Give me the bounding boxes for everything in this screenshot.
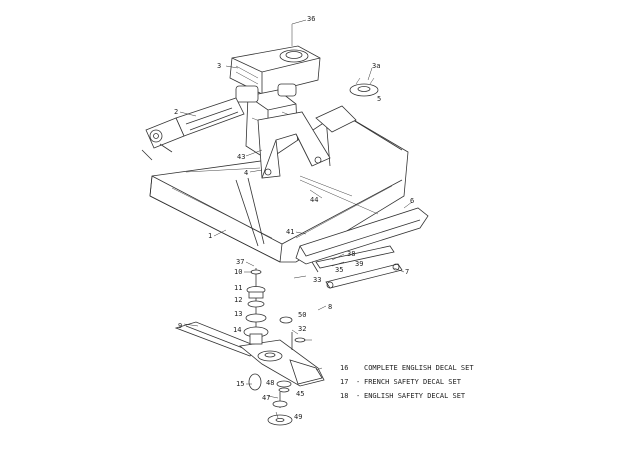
callout-6: 6 [410,197,414,205]
legend-text-18: ENGLISH SAFETY DECAL SET [364,392,466,400]
callout-11: 11 [234,284,242,292]
callout-4: 4 [244,169,248,177]
blade-assembly [174,321,325,387]
callout-38: 38 [347,250,355,258]
skid-shoe [295,207,429,265]
callout-15: 15 [236,380,244,388]
legend-dash-17: - [356,378,360,386]
legend-number-18: 18 [340,392,348,400]
callout-35: 35 [335,266,343,274]
callout-12: 12 [234,296,242,304]
callout-labels: 36 3 3a 5 2 43 4 1 44 6 41 38 39 7 37 10… [174,15,414,421]
lower-hardware [248,373,293,426]
callout-14: 14 [233,326,241,334]
callout-49: 49 [294,413,302,421]
callout-36: 36 [307,15,315,23]
callout-33: 33 [313,276,321,284]
callout-50: 50 [298,311,306,319]
fasteners [279,316,306,350]
washer-5 [349,77,379,97]
callout-41: 41 [286,228,294,236]
legend-dash-18: - [356,392,360,400]
callout-13: 13 [234,310,242,318]
callout-48: 48 [266,379,274,387]
hub-stack [243,268,269,345]
legend-text-16: COMPLETE ENGLISH DECAL SET [364,364,474,372]
callout-1: 1 [208,232,212,240]
legend-number-16: 16 [340,364,348,372]
callout-44: 44 [310,196,318,204]
callout-2: 2 [174,108,178,116]
callout-8: 8 [328,303,332,311]
callout-9: 9 [178,322,182,330]
callout-3: 3 [217,62,221,70]
callout-37: 37 [236,258,244,266]
gearbox-shield [229,45,321,95]
callout-43: 43 [237,153,245,161]
legend-number-17: 17 [340,378,348,386]
callout-39: 39 [355,260,363,268]
mower-deck [149,111,409,263]
callout-10: 10 [234,268,242,276]
callout-32: 32 [298,325,306,333]
callout-7: 7 [405,268,409,276]
leader-lines [179,19,413,419]
hitch-frame [257,105,357,179]
driveline [141,97,245,161]
decal-legend: 16 COMPLETE ENGLISH DECAL SET 17 - FRENC… [340,364,474,400]
callout-3a: 3a [372,62,380,70]
callout-5: 5 [377,95,381,103]
callout-45: 45 [296,390,304,398]
legend-text-17: FRENCH SAFETY DECAL SET [364,378,462,386]
callout-47: 47 [262,394,270,402]
tail-wheel-parts [311,245,403,289]
